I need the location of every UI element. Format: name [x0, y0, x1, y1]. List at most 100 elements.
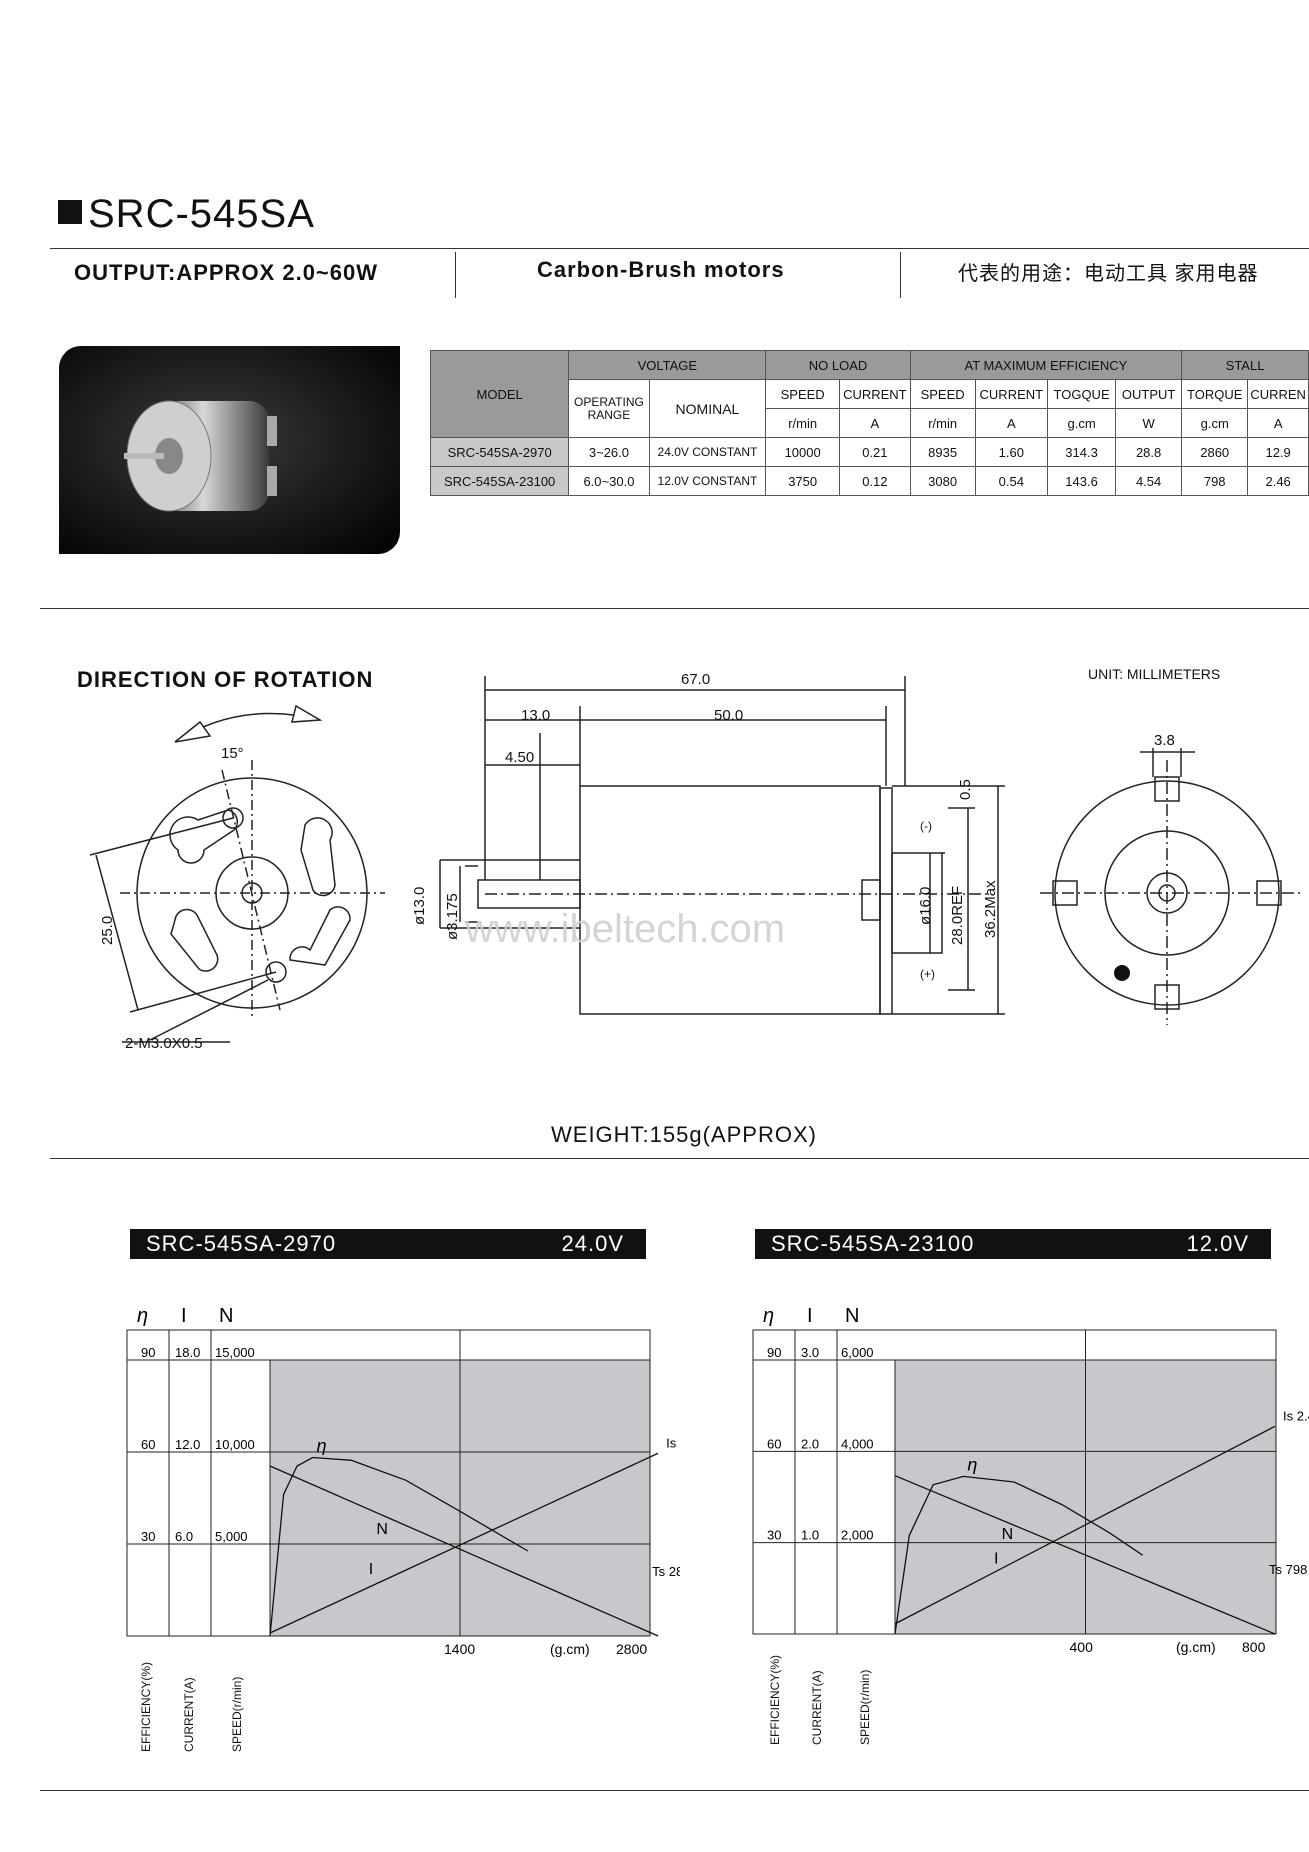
- motor-type: Carbon-Brush motors: [537, 257, 785, 282]
- table-cell: 12.0V CONSTANT: [648, 466, 767, 496]
- stall-torque-label: Ts 798: [1269, 1562, 1307, 1577]
- tick-label-speed: 5,000: [215, 1529, 248, 1544]
- applications: 代表的用途：电动工具 家用电器: [958, 263, 1259, 285]
- current-curve: [894, 1425, 1276, 1625]
- dim-67: 67.0: [681, 671, 710, 688]
- max-eff-header: AT MAXIMUM EFFICIENCY: [909, 350, 1183, 380]
- symbol-speed: N: [845, 1305, 859, 1327]
- x-tick-label: 400: [1070, 1639, 1094, 1655]
- symbol-current: I: [807, 1305, 813, 1327]
- x-axis-title: TORQUE: [426, 1659, 490, 1660]
- thread-label: 2-M3.0X0.5: [125, 1035, 203, 1052]
- table-cell: 0.21: [839, 437, 911, 467]
- rotation-title: DIRECTION OF ROTATION: [77, 667, 374, 692]
- current-curve-label: I: [369, 1561, 373, 1578]
- tick-label-efficiency: 60: [141, 1437, 155, 1452]
- efficiency-curve: [894, 1475, 1143, 1635]
- speed-curve: [269, 1465, 659, 1637]
- y-label-efficiency-2: EFFICIENCY(%): [768, 1655, 782, 1745]
- me-output-header: OUTPUT: [1115, 379, 1183, 409]
- page-bottom-rule: [40, 1790, 1309, 1791]
- symbol-speed: N: [219, 1305, 233, 1327]
- table-cell: 798: [1181, 466, 1249, 496]
- operating-range-header: OPERATING RANGE: [568, 379, 650, 438]
- tick-label-speed: 6,000: [841, 1345, 874, 1360]
- table-cell: 3750: [765, 466, 840, 496]
- tick-label-efficiency: 90: [767, 1345, 781, 1360]
- tick-label-efficiency: 30: [767, 1528, 781, 1543]
- unit-label: UNIT: MILLIMETERS: [1088, 666, 1221, 682]
- dim-36-2: 36.2Max: [982, 880, 999, 938]
- dia-16: ø16.0: [917, 887, 934, 925]
- table-cell: 8935: [909, 437, 976, 467]
- dim-3-8: 3.8: [1154, 732, 1175, 749]
- unit-cell: g.cm: [1181, 408, 1249, 438]
- tick-label-current: 3.0: [801, 1345, 819, 1360]
- unit-cell: W: [1115, 408, 1183, 438]
- dim-0-5: 0.5: [957, 779, 974, 800]
- tick-label-efficiency: 90: [141, 1345, 155, 1360]
- efficiency-curve-label: η: [967, 1454, 977, 1474]
- angle-label: 15°: [221, 745, 244, 762]
- x-unit-label: (g.cm): [550, 1641, 590, 1657]
- speed-curve: [894, 1475, 1276, 1635]
- y-label-efficiency-1: EFFICIENCY(%): [139, 1662, 153, 1752]
- tick-label-current: 1.0: [801, 1528, 819, 1543]
- table-cell: 143.6: [1047, 466, 1117, 496]
- tick-label-efficiency: 60: [767, 1436, 781, 1451]
- unit-cell: r/min: [909, 408, 976, 438]
- terminal-plus: (+): [920, 967, 935, 981]
- dim-28: 28.0REF: [949, 886, 966, 945]
- speed-curve-label: N: [376, 1521, 388, 1538]
- dim-4-5: 4.50: [505, 749, 534, 766]
- page-title: SRC-545SA: [58, 192, 315, 237]
- symbol-current: I: [181, 1305, 187, 1327]
- tick-label-speed: 4,000: [841, 1436, 874, 1451]
- symbol-efficiency: η: [137, 1305, 148, 1327]
- y-label-current-1: CURRENT(A): [182, 1677, 196, 1752]
- section-rule: [50, 1158, 1309, 1159]
- motor-photo: [59, 346, 400, 554]
- unit-cell: A: [974, 408, 1049, 438]
- current-curve: [269, 1452, 659, 1634]
- dim-25: 25.0: [99, 916, 116, 945]
- dim-13: 13.0: [521, 707, 550, 724]
- table-cell: 0.54: [974, 466, 1049, 496]
- header-divider: [900, 252, 901, 298]
- header-top-rule: [50, 248, 1309, 249]
- watermark: www.ibeltech.com: [464, 907, 785, 951]
- me-speed-header: SPEED: [909, 379, 976, 409]
- tick-label-speed: 15,000: [215, 1345, 255, 1360]
- tick-label-current: 12.0: [175, 1437, 200, 1452]
- x-tick-label: 1400: [444, 1641, 475, 1657]
- symbol-efficiency: η: [763, 1305, 774, 1327]
- output-range: OUTPUT:APPROX 2.0~60W: [74, 260, 379, 285]
- y-label-speed-1: SPEED(r/min): [230, 1676, 244, 1752]
- speed-curve-label: N: [1002, 1526, 1014, 1543]
- weight-label: WEIGHT:155g(APPROX): [551, 1122, 817, 1147]
- x-tick-label: 2800: [616, 1641, 647, 1657]
- unit-cell: A: [1247, 408, 1309, 438]
- x-tick-label: 800: [1242, 1639, 1266, 1655]
- tick-label-current: 6.0: [175, 1529, 193, 1544]
- table-row: SRC-545SA-23100 6.0~30.0 12.0V CONSTANT …: [429, 466, 1309, 496]
- nl-current-header: CURRENT: [839, 379, 911, 409]
- st-current-header: CURREN: [1247, 379, 1309, 409]
- terminal-minus: (-): [920, 819, 932, 833]
- tick-label-current: 2.0: [801, 1436, 819, 1451]
- stall-current-label: Is 12.9: [666, 1435, 680, 1450]
- efficiency-curve-label: η: [317, 1436, 327, 1456]
- dim-50: 50.0: [714, 707, 743, 724]
- mechanical-drawing: 15° 25.0 2-M3.0X0.5 67.0 13.0 50.0 4.50 …: [89, 671, 1300, 1052]
- table-cell: 2860: [1181, 437, 1249, 467]
- stall-torque-label: Ts 2860: [652, 1564, 680, 1579]
- y-label-speed-2: SPEED(r/min): [858, 1669, 872, 1745]
- spec-table: MODEL VOLTAGE NO LOAD AT MAXIMUM EFFICIE…: [429, 350, 1309, 496]
- section-rule: [40, 608, 1309, 609]
- tick-label-current: 18.0: [175, 1345, 200, 1360]
- table-cell: 314.3: [1047, 437, 1117, 467]
- x-axis-title: TORQUE: [1052, 1657, 1116, 1660]
